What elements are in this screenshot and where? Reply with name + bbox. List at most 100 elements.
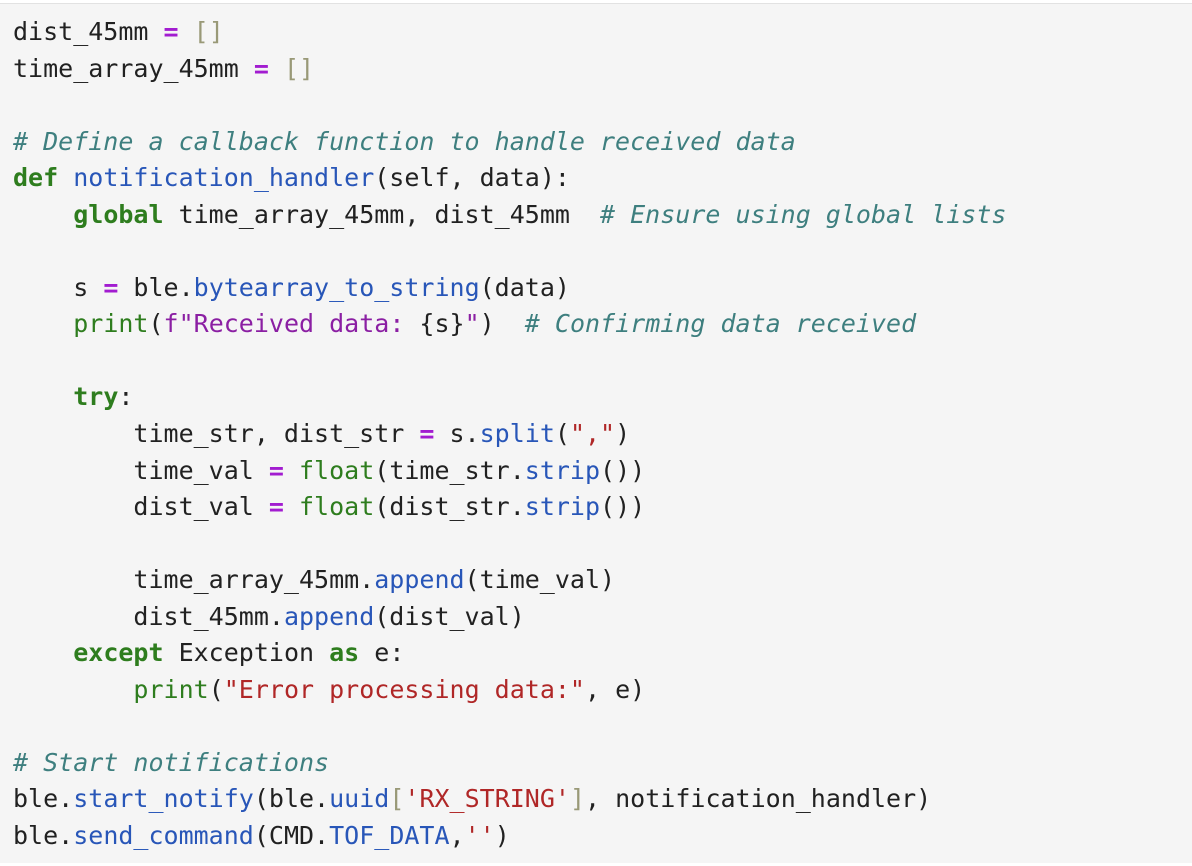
code-token-txt: dist_45mm <box>13 17 164 46</box>
code-token-txt: time_str, dist_str <box>13 419 420 449</box>
code-token-txt: time_array_45mm <box>13 53 254 83</box>
code-token-txt: {s} <box>419 309 465 339</box>
code-token-bracket: ] <box>569 784 586 814</box>
code-token-attr: append <box>283 601 375 631</box>
code-token-kw: try <box>73 382 119 412</box>
code-token-txt: ()) <box>600 455 646 485</box>
code-line: try: <box>13 379 1006 416</box>
code-token-txt: ( <box>148 309 164 339</box>
code-token-op: = <box>268 455 284 485</box>
code-line: def notification_handler(self, data): <box>13 160 1006 197</box>
code-token-fn: notification_handler <box>73 163 375 193</box>
code-token-attr: append <box>374 565 465 595</box>
code-token-attr: TOF_DATA <box>329 821 450 851</box>
code-line: time_str, dist_str = s.split(",") <box>13 416 1006 453</box>
code-line: except Exception as e: <box>13 635 1006 672</box>
code-line: global time_array_45mm, dist_45mm # Ensu… <box>13 197 1006 234</box>
code-token-txt: ) <box>479 309 525 339</box>
code-token-txt <box>13 638 73 667</box>
code-token-txt: dist_val <box>13 492 269 522</box>
code-token-txt: , <box>449 821 465 851</box>
code-token-txt <box>13 309 73 338</box>
code-token-txt: , e) <box>584 674 646 704</box>
code-token-txt: (ble. <box>253 784 330 814</box>
code-token-bracket: [ <box>389 784 405 814</box>
code-line: dist_45mm.append(dist_val) <box>13 599 1006 636</box>
code-token-kw: def <box>13 163 59 193</box>
code-token-txt: : <box>118 382 134 412</box>
code-token-attr: strip <box>524 492 601 522</box>
code-token-op: = <box>103 272 119 302</box>
code-token-cmt: # Confirming data received <box>524 309 917 339</box>
code-token-fstr: " <box>464 309 480 339</box>
code-token-txt: (dist_val) <box>374 601 525 631</box>
code-token-txt: e: <box>359 638 405 668</box>
code-line: print("Error processing data:", e) <box>13 672 1006 709</box>
code-line: dist_45mm = [] <box>13 14 1006 51</box>
code-token-txt <box>284 456 299 485</box>
code-token-op: = <box>419 419 435 449</box>
code-token-bracket: [] <box>283 53 315 83</box>
code-token-txt: time_val <box>13 455 269 485</box>
code-line: s = ble.bytearray_to_string(data) <box>13 270 1006 307</box>
code-token-kw: as <box>329 638 360 668</box>
code-token-str: '' <box>464 821 495 851</box>
code-token-kw: except <box>73 638 164 668</box>
code-line: time_val = float(time_str.strip()) <box>13 453 1006 490</box>
code-token-cmt: # Define a callback function to handle r… <box>13 126 796 156</box>
code-token-txt: (dist_str. <box>374 492 525 522</box>
code-token-attr: strip <box>524 455 601 485</box>
code-editor[interactable]: dist_45mm = []time_array_45mm = [] # Def… <box>13 14 1006 855</box>
code-line: # Define a callback function to handle r… <box>13 124 1006 161</box>
code-line <box>13 343 1006 380</box>
code-token-fstr: f"Received data: <box>163 309 420 339</box>
code-token-txt <box>284 492 299 521</box>
code-token-txt: ( <box>208 674 224 704</box>
code-token-op: = <box>268 492 284 522</box>
code-token-txt: (time_str. <box>374 455 525 485</box>
code-token-txt: ble. <box>13 784 74 814</box>
code-token-txt: Exception <box>163 638 330 668</box>
code-token-op: = <box>163 17 179 46</box>
code-line: print(f"Received data: {s}") # Confirmin… <box>13 306 1006 343</box>
code-line: # Start notifications <box>13 745 1006 782</box>
code-token-txt: (self, data): <box>374 163 570 193</box>
code-token-attr: uuid <box>329 784 390 814</box>
code-token-txt: dist_45mm. <box>13 601 284 631</box>
code-token-op: = <box>253 53 269 83</box>
code-token-txt: time_array_45mm. <box>13 565 375 595</box>
code-line: time_array_45mm.append(time_val) <box>13 562 1006 599</box>
code-token-txt: ble. <box>118 272 194 302</box>
code-token-txt <box>13 200 73 229</box>
code-token-txt: ()) <box>600 492 646 522</box>
code-token-txt: (CMD. <box>253 821 330 851</box>
code-line <box>13 526 1006 563</box>
code-token-txt: s. <box>434 419 480 449</box>
code-cell[interactable]: dist_45mm = []time_array_45mm = [] # Def… <box>0 3 1192 863</box>
code-line <box>13 708 1006 745</box>
code-token-cmt: # Start notifications <box>13 747 330 777</box>
code-line <box>13 87 1006 124</box>
code-token-txt: ) <box>494 821 510 851</box>
code-token-bi: float <box>299 492 375 522</box>
code-token-txt <box>13 382 73 411</box>
code-token-cmt: # Ensure using global lists <box>600 199 1007 229</box>
code-token-txt <box>58 163 73 192</box>
code-token-txt <box>179 17 194 46</box>
code-token-str: "Error processing data:" <box>223 674 585 704</box>
code-line: time_array_45mm = [] <box>13 51 1006 88</box>
code-token-txt: s <box>13 272 104 302</box>
code-token-str: 'RX_STRING' <box>404 784 570 814</box>
code-token-txt: (data) <box>479 272 570 302</box>
code-token-txt: ( <box>554 419 570 449</box>
code-token-bi: float <box>299 455 375 485</box>
code-line: ble.start_notify(ble.uuid['RX_STRING'], … <box>13 781 1006 818</box>
code-token-kw: global <box>73 199 164 229</box>
code-line: ble.send_command(CMD.TOF_DATA,'') <box>13 818 1006 855</box>
code-token-txt: ble. <box>13 821 74 851</box>
code-token-attr: split <box>479 419 555 449</box>
code-token-txt <box>13 675 133 704</box>
code-token-bracket: [] <box>193 17 224 46</box>
code-line <box>13 233 1006 270</box>
code-token-bi: print <box>133 674 209 704</box>
